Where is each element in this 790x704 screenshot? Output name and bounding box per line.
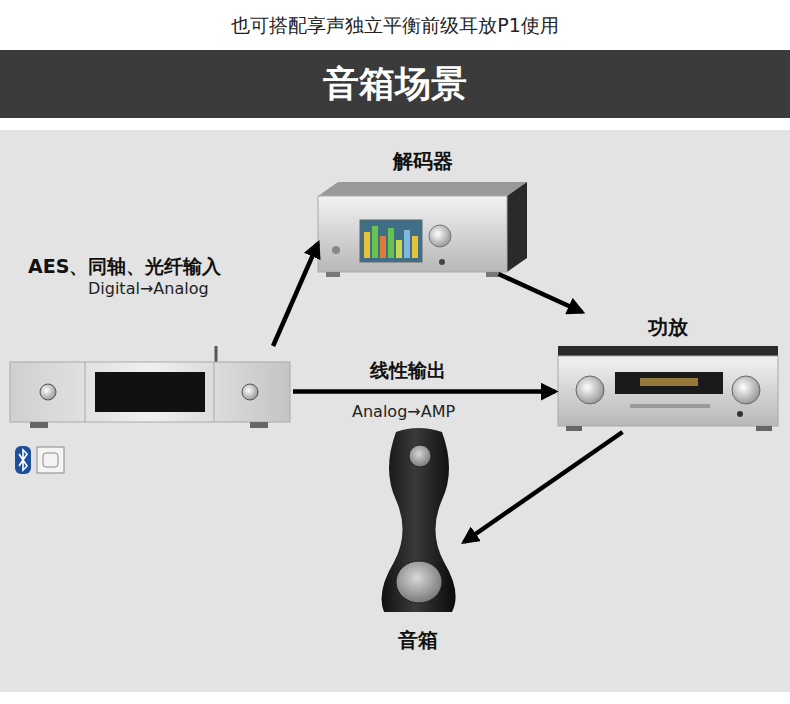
device-label: 功放 — [644, 312, 692, 343]
input-label: AES、同轴、光纤输入 — [28, 254, 221, 280]
speaker-picture-part — [396, 561, 442, 603]
amplifier-picture-part — [558, 346, 778, 356]
amplifier-picture-part — [566, 426, 582, 431]
decoder-picture-part — [412, 236, 418, 258]
amplifier-picture-part — [576, 376, 604, 404]
transport-picture — [10, 346, 290, 428]
flow-arrow — [293, 389, 555, 394]
bluetooth-optical-icons-part — [15, 446, 31, 474]
signal-label: Analog→AMP — [352, 402, 455, 421]
signal-label: Digital→Analog — [88, 279, 209, 298]
decoder-picture-part — [404, 230, 410, 258]
speaker-picture-part — [382, 428, 456, 612]
decoder-picture-part — [396, 240, 402, 258]
device-label: 音箱 — [394, 625, 442, 656]
decoder-picture-part — [439, 259, 445, 265]
bluetooth-optical-icons-part — [19, 450, 27, 470]
decoder-box: 解码器 — [318, 146, 528, 274]
background-part — [0, 130, 790, 692]
transport-picture-part — [250, 422, 268, 428]
transport-picture-part — [85, 362, 86, 422]
amplifier-picture-part — [732, 376, 760, 404]
flow-arrow — [464, 432, 623, 542]
transport-picture-part — [95, 372, 205, 412]
bluetooth-optical-icons — [15, 446, 64, 474]
speaker-box: 音箱 — [372, 428, 464, 656]
decoder-picture-part — [429, 225, 451, 247]
decoder-picture-part — [380, 236, 386, 258]
decoder-picture-part — [388, 228, 394, 258]
speaker-picture — [382, 428, 456, 612]
transport-picture-part — [242, 384, 258, 400]
flow-arrow — [499, 274, 582, 312]
amplifier-picture-part — [756, 426, 772, 431]
amplifier-picture-part — [558, 356, 778, 426]
transport-picture-part — [10, 362, 290, 422]
decoder-picture-part — [372, 226, 378, 258]
device-label: 解码器 — [389, 146, 457, 177]
decoder-picture — [318, 182, 527, 277]
transport-box — [8, 346, 293, 432]
speaker-picture-part — [409, 445, 431, 467]
decoder-picture-part — [318, 196, 507, 272]
background-part — [0, 50, 790, 118]
decoder-picture-part — [507, 182, 527, 272]
bluetooth-optical-icons-part — [43, 453, 58, 467]
amplifier-picture-part — [737, 411, 743, 417]
decoder-picture-part — [364, 232, 370, 258]
flow-arrow — [273, 243, 318, 346]
amplifier-picture-part — [630, 404, 710, 408]
decoder-picture-part — [486, 272, 500, 277]
section-title: 音箱场景 — [0, 60, 790, 109]
transport-picture-part — [30, 422, 48, 428]
amplifier-picture — [558, 346, 778, 431]
bluetooth-optical-icons-part — [37, 447, 64, 473]
transport-picture-part — [215, 346, 218, 364]
subtitle-text: 也可搭配享声独立平衡前级耳放P1使用 — [0, 13, 790, 39]
amplifier-picture-part — [640, 378, 698, 386]
decoder-picture-part — [332, 246, 340, 254]
amplifier-picture-part — [615, 372, 723, 394]
amplifier-box: 功放 — [555, 312, 780, 432]
decoder-picture-part — [318, 182, 527, 196]
decoder-picture-part — [326, 272, 340, 277]
output-label: 线性输出 — [370, 358, 446, 384]
transport-picture-part — [214, 362, 215, 422]
transport-picture-part — [40, 384, 56, 400]
decoder-picture-part — [360, 220, 422, 262]
